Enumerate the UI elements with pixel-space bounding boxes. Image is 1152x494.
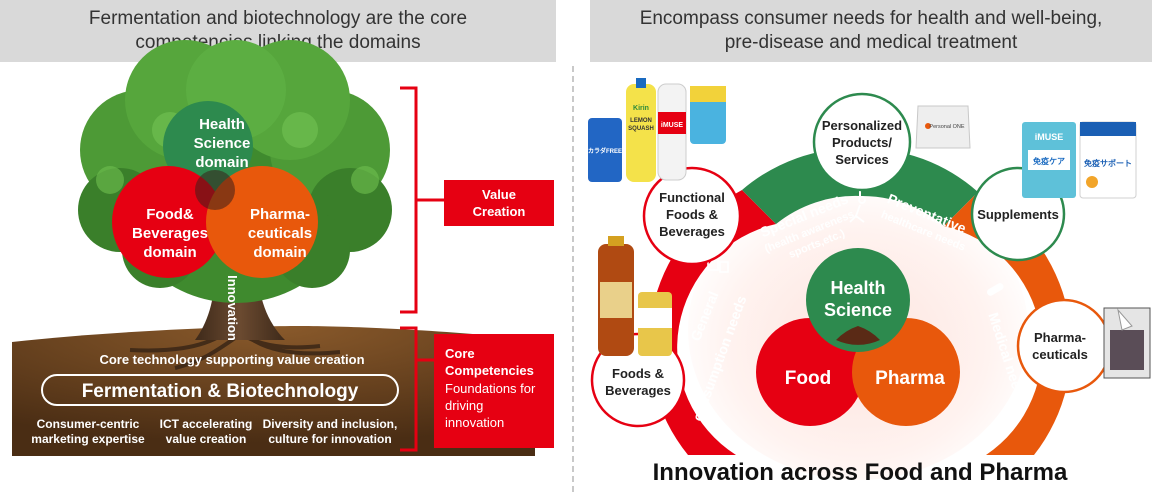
pharma-domain-line-2: ceuticals xyxy=(248,225,312,242)
center-health-line-2: Science xyxy=(824,300,892,320)
soil-ground xyxy=(12,326,535,456)
foundation-1-line-1: Consumer-centric xyxy=(37,417,140,431)
beverage-product-images xyxy=(598,236,672,356)
value-creation-line-2: Creation xyxy=(473,204,526,219)
value-creation-box xyxy=(444,180,554,226)
box-2-text: 免疫サポート xyxy=(1084,158,1132,168)
foundation-2-line-2: value creation xyxy=(166,432,247,446)
medical-needs-arc xyxy=(944,192,1072,455)
personal-one-label: Personal ONE xyxy=(929,124,964,130)
health-science-domain-circle xyxy=(163,101,253,191)
core-competencies-sub-3: innovation xyxy=(445,415,504,430)
pharma-photo xyxy=(1103,307,1151,379)
panel-divider xyxy=(572,66,574,492)
functional-product-images: カラダFREE Kirin LEMON SQUASH iMUSE xyxy=(588,78,726,182)
core-competencies-sub-1: Foundations for xyxy=(445,381,536,396)
box-1-text: 免疫ケア xyxy=(1033,156,1065,166)
imuse-bottle-label: iMUSE xyxy=(661,122,684,129)
personalized-line-3: Services xyxy=(835,152,889,167)
karada-can-label: カラダFREE xyxy=(588,147,622,155)
center-food-label: Food xyxy=(785,368,831,389)
pharma-sat-line-2: ceuticals xyxy=(1032,347,1088,362)
personalized-line-1: Personalized xyxy=(822,118,902,133)
right-header-line-2: pre-disease and medical treatment xyxy=(724,32,1018,53)
foundation-3-line-1: Diversity and inclusion, xyxy=(263,417,398,431)
pharma-domain-line-1: Pharma- xyxy=(250,206,310,223)
foods-line-2: Beverages xyxy=(605,383,671,398)
functional-line-2: Foods & xyxy=(666,207,718,222)
left-header-line-1: Fermentation and biotechnology are the c… xyxy=(88,8,468,29)
personalized-line-2: Products/ xyxy=(832,135,892,150)
core-competencies-sub-2: driving xyxy=(445,398,483,413)
personalized-circle xyxy=(812,92,912,192)
foundation-1-line-2: marketing expertise xyxy=(31,432,145,446)
food-domain-line-3: domain xyxy=(143,244,196,261)
foundation-2-line-1: ICT accelerating xyxy=(160,417,253,431)
lemon-squash-bottle xyxy=(626,84,656,182)
karada-free-can xyxy=(588,118,622,182)
fermentation-label: Fermentation & Biotechnology xyxy=(82,381,359,402)
value-creation-bracket xyxy=(400,86,444,314)
functional-line-1: Functional xyxy=(659,190,725,205)
pharma-sat-line-1: Pharma- xyxy=(1034,330,1086,345)
right-diagram: Special needs (health awareness, sports,… xyxy=(588,78,1151,486)
imuse-box-label: iMUSE xyxy=(1035,132,1064,142)
foods-line-1: Foods & xyxy=(612,366,664,381)
health-domain-line-1: Health xyxy=(199,116,245,133)
health-center-circle xyxy=(806,248,910,352)
right-header-line-1: Encompass consumer needs for health and … xyxy=(639,8,1103,29)
fermentation-pill xyxy=(41,374,399,406)
core-tech-label: Core technology supporting value creatio… xyxy=(99,352,364,367)
lemon-brand-label: Kirin xyxy=(633,105,649,112)
supplements-label: Supplements xyxy=(977,207,1059,222)
tree-illustration: Health Science domain Food& Beverages do… xyxy=(12,40,535,456)
functional-line-3: Beverages xyxy=(659,224,725,239)
lemon-label-2: SQUASH xyxy=(628,126,654,132)
lemon-label-1: LEMON xyxy=(630,118,652,124)
medicine-capsule-icon xyxy=(986,283,1004,296)
running-person-icon xyxy=(849,196,866,223)
personal-one-pouch: Personal ONE xyxy=(915,105,971,149)
bottom-title: Innovation across Food and Pharma xyxy=(653,459,1068,486)
core-competencies-title-2: Competencies xyxy=(445,363,534,378)
center-pharma-label: Pharma xyxy=(875,368,945,389)
core-competencies-box xyxy=(434,334,554,448)
health-domain-line-2: Science xyxy=(194,135,251,152)
center-health-line-1: Health xyxy=(830,278,885,298)
foundation-3-line-2: culture for innovation xyxy=(268,432,391,446)
innovation-trunk-label: Innovation xyxy=(225,275,240,341)
pharma-satellite-circle xyxy=(1016,298,1112,394)
core-competencies-title-1: Core xyxy=(445,346,475,361)
value-creation-line-1: Value xyxy=(482,187,516,202)
core-competencies-bracket xyxy=(400,326,434,452)
functional-foods-circle xyxy=(642,166,742,266)
pharma-domain-line-3: domain xyxy=(253,244,306,261)
health-domain-line-3: domain xyxy=(195,154,248,171)
food-domain-line-2: Beverages xyxy=(132,225,208,242)
supplement-boxes: iMUSE 免疫ケア 免疫サポート xyxy=(1022,121,1137,199)
right-panel-header: Encompass consumer needs for health and … xyxy=(590,0,1152,62)
food-domain-line-1: Food& xyxy=(146,206,194,223)
